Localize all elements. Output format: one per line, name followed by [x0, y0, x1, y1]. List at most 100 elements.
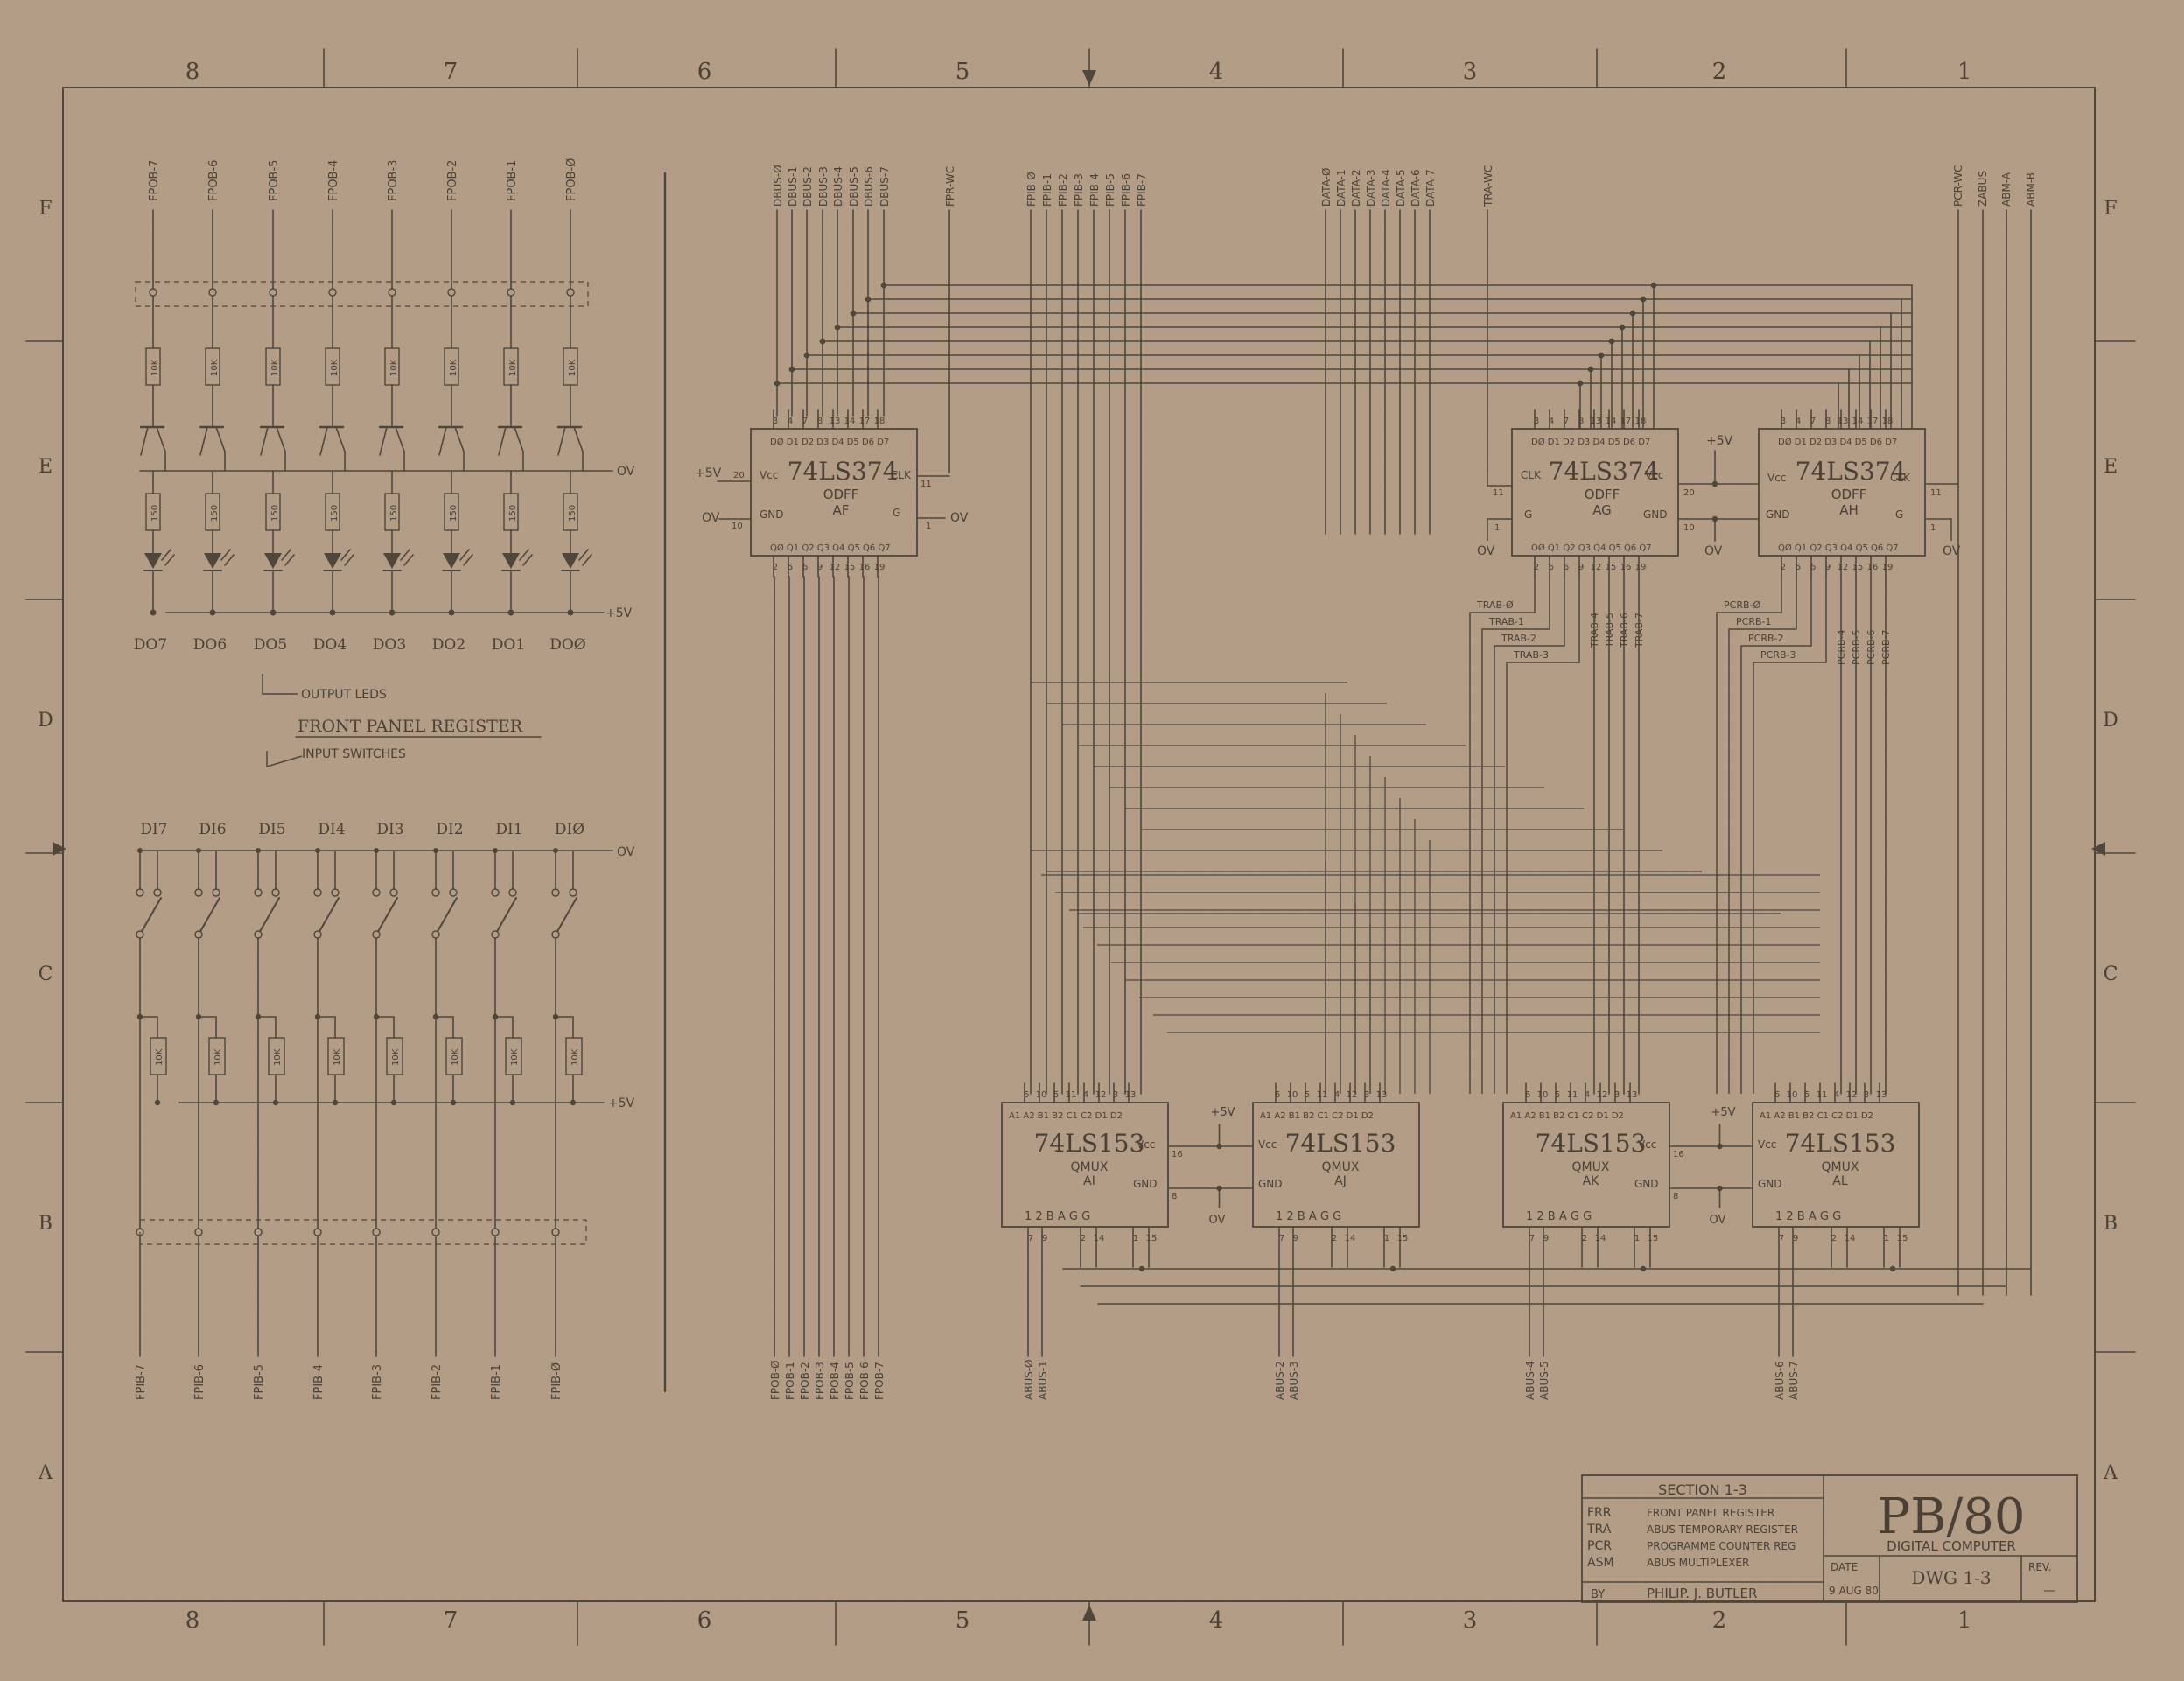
pin-number: 10 [1787, 1090, 1798, 1100]
switch-label: DI1 [495, 821, 522, 838]
oe-label: G [892, 507, 900, 519]
wire [1506, 577, 1580, 1094]
input-line-label: FPIB-2 [430, 1364, 444, 1400]
pin-number: 2 [773, 563, 778, 572]
pin-number: 11 [1066, 1090, 1077, 1100]
wire [498, 426, 507, 456]
wire [438, 426, 447, 456]
led-ray [463, 554, 473, 566]
gnd-label: GND [1133, 1178, 1158, 1190]
data-bus-label: DATA-3 [1365, 169, 1377, 207]
led-ray [582, 554, 592, 566]
terminal [254, 888, 262, 897]
switch-lever [317, 897, 340, 935]
vcc-label: Vcc [1768, 472, 1786, 484]
terminal [431, 930, 440, 939]
wire [200, 426, 208, 456]
abbreviation-text: FRONT PANEL REGISTER [1647, 1507, 1774, 1519]
fpib-label: FPIB-3 [1073, 173, 1085, 207]
pin-number: 15 [1897, 1234, 1908, 1243]
zone-row-left: F [38, 198, 52, 220]
pcrb-label: PCRB-1 [1736, 616, 1771, 627]
pin-number: 10 [1684, 523, 1695, 533]
terminal [194, 930, 203, 939]
pin-number: 1 [1494, 523, 1500, 533]
junction-dot [834, 324, 841, 331]
terminal [313, 930, 322, 939]
led-label: DO2 [432, 636, 466, 654]
terminal [153, 888, 162, 897]
zone-column-top: 4 [1209, 59, 1224, 85]
pin-number: 1 [1384, 1234, 1390, 1243]
zone-column-top: 7 [444, 59, 458, 85]
pin-number: 16 [859, 563, 871, 572]
output-line-label: FPOB-2 [446, 160, 459, 201]
pin-number: 5 [1555, 1090, 1560, 1100]
resistor-value: 10K [330, 359, 340, 376]
abbreviation: FRR [1587, 1506, 1612, 1520]
terminal [491, 888, 500, 897]
pin-number: 15 [1648, 1234, 1659, 1243]
terminal [313, 888, 322, 897]
pcrb-label: PCRB-5 [1851, 630, 1862, 665]
chip-type: QMUX [1572, 1160, 1610, 1174]
wire [276, 426, 286, 452]
pin-number: 12 [830, 563, 841, 572]
dbus-label: DBUS-5 [848, 166, 860, 207]
input-switches-label: INPUT SWITCHES [302, 747, 406, 761]
pin-number: 5 [1804, 1090, 1810, 1100]
switch-label: DIØ [555, 821, 584, 838]
led-ray [340, 549, 351, 561]
terminal [254, 1228, 262, 1236]
led-icon [562, 553, 579, 569]
led-ray [284, 554, 295, 566]
pin-number: 9 [1825, 563, 1830, 572]
junction-dot [154, 1099, 161, 1106]
resistor-value: 150 [210, 505, 220, 522]
chip-type: ODFF [1831, 487, 1867, 502]
resistor-value: 150 [568, 505, 578, 522]
pin-number: 2 [1831, 1234, 1837, 1243]
chip-id: AK [1583, 1174, 1600, 1188]
pin-number: 19 [1882, 563, 1894, 572]
mux-ov-label: OV [1710, 1214, 1726, 1227]
terminal [388, 288, 396, 297]
input-line-label: FPIB-Ø [550, 1362, 564, 1400]
pcrb-label: PCRB-4 [1836, 630, 1847, 665]
led-label: DO7 [134, 636, 167, 654]
led-label: DOØ [550, 636, 586, 654]
pin-number: 15 [1397, 1234, 1409, 1243]
pin-number: 15 [1852, 563, 1864, 572]
input-pullup-resistor [445, 1037, 463, 1075]
terminal [372, 888, 381, 897]
plus5-label: +5V [608, 1096, 635, 1110]
switch-lever [198, 897, 220, 935]
input-pullup-resistor [565, 1037, 583, 1075]
zone-column-bottom: 5 [956, 1607, 970, 1634]
fpob-bottom-label: FPOB-7 [873, 1362, 886, 1400]
junction-dot [819, 338, 826, 345]
resistor-value: 150 [150, 505, 160, 522]
led-ray [281, 549, 291, 561]
gnd-label: GND [760, 508, 784, 521]
pin-number: 17 [1620, 417, 1632, 426]
output-line-label: FPOB-6 [207, 160, 220, 201]
pin-number: 19 [874, 563, 886, 572]
led-icon [144, 553, 162, 569]
led-icon [383, 553, 401, 569]
pb80-logo: PB/80 [1878, 1488, 2026, 1545]
pin-number: 5 [1549, 563, 1554, 572]
wire [395, 426, 405, 452]
ground-label: OV [1942, 544, 1961, 558]
fpib-label: FPIB-Ø [1026, 172, 1038, 207]
chip-part-number: 74LS374 [1549, 457, 1660, 486]
fpob-bottom-label: FPOB-4 [829, 1362, 841, 1400]
abbreviation: PCR [1587, 1539, 1612, 1553]
oe-label: G [1895, 508, 1903, 521]
pin-number: 7 [1779, 1234, 1784, 1243]
wire [1753, 577, 1827, 1094]
pin-number: 14 [1094, 1234, 1105, 1243]
